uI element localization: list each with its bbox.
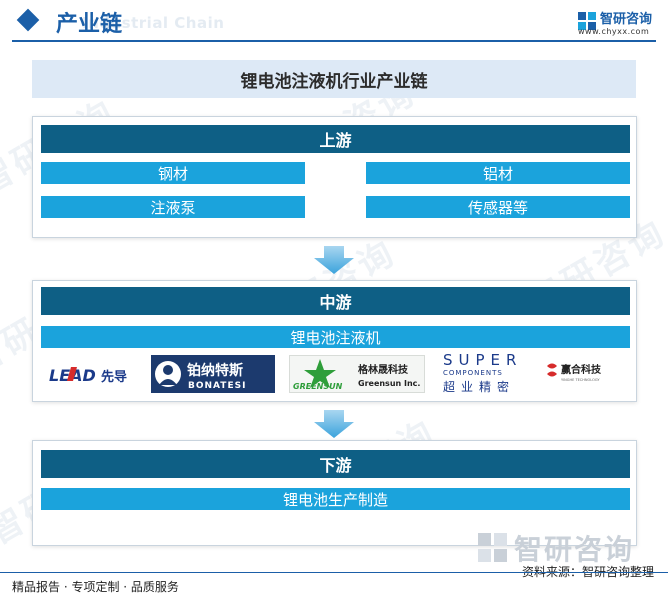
brand-name: 智研咨询 (600, 12, 653, 27)
super-logo-en: SUPER (443, 351, 522, 369)
brand-logo-icon (578, 12, 596, 30)
company-logo-lead: LEAD 先导 (41, 355, 141, 395)
upstream-item: 钢材 (41, 162, 305, 184)
company-logo-super-components: SUPER COMPONENTS 超业精密 (437, 351, 527, 395)
greensun-logo-en: GREENSUN (293, 382, 343, 391)
upstream-item: 传感器等 (366, 196, 630, 218)
bottom-watermark-logo: 智研咨询 (478, 528, 634, 568)
greensun-logo-cn: 格林晟科技 (358, 363, 409, 376)
company-logo-greensun: GREENSUN 格林晟科技 Greensun Inc. (289, 355, 425, 393)
super-logo-en2: COMPONENTS (443, 369, 503, 377)
header-title: 产业链 (56, 12, 123, 37)
brand-watermark-icon (478, 533, 507, 562)
diagram-title-banner: 锂电池注液机行业产业链 (32, 60, 636, 98)
downstream-header: 下游 (41, 450, 630, 478)
brand-logo: 智研咨询 www.chyxx.com (578, 12, 652, 37)
upstream-header: 上游 (41, 125, 630, 153)
greensun-logo-icon: GREENSUN 格林晟科技 Greensun Inc. (293, 359, 420, 391)
super-logo-cn: 超业精密 (443, 379, 515, 394)
yinghe-logo-cn: 赢合科技 (561, 363, 602, 376)
lead-logo-icon: LEAD 先导 (49, 366, 127, 385)
diagram-title: 锂电池注液机行业产业链 (240, 71, 428, 92)
company-logo-yinghe: 赢合科技 YINGHE TECHNOLOGY (541, 357, 617, 387)
downstream-panel: 下游 锂电池生产制造 (32, 440, 637, 546)
bonatesi-logo-cn: 铂纳特斯 (187, 362, 243, 379)
bonatesi-logo-en: BONATESI (188, 381, 246, 391)
midstream-item: 锂电池注液机 (41, 326, 630, 348)
down-arrow-icon (314, 246, 354, 274)
super-components-logo-icon: SUPER COMPONENTS 超业精密 (443, 351, 522, 394)
brand-url: www.chyxx.com (578, 27, 650, 36)
midstream-header: 中游 (41, 287, 630, 315)
header-subtitle-watermark: Industrial Chain (82, 14, 225, 32)
upstream-panel: 上游 钢材 铝材 注液泵 传感器等 (32, 116, 637, 238)
page-header: Industrial Chain 产业链 智研咨询 www.chyxx.com (0, 0, 668, 46)
upstream-item: 注液泵 (41, 196, 305, 218)
greensun-logo-en2: Greensun Inc. (358, 379, 420, 388)
brand-watermark-text: 智研咨询 (514, 533, 635, 566)
upstream-item: 铝材 (366, 162, 630, 184)
downstream-item: 锂电池生产制造 (41, 488, 630, 510)
footer-slogan: 精品报告 · 专项定制 · 品质服务 (12, 580, 179, 594)
yinghe-logo-en: YINGHE TECHNOLOGY (561, 378, 600, 382)
bonatesi-logo-icon: 铂纳特斯 BONATESI (155, 361, 246, 391)
lead-logo-cn: 先导 (101, 369, 127, 385)
yinghe-logo-icon: 赢合科技 YINGHE TECHNOLOGY (547, 363, 602, 382)
diamond-icon (16, 8, 40, 32)
company-logo-bonatesi: 铂纳特斯 BONATESI (151, 355, 275, 393)
midstream-panel: 中游 锂电池注液机 LEAD 先导 铂纳特斯 BONATESI GREENSUN… (32, 280, 637, 402)
down-arrow-icon (314, 410, 354, 438)
header-divider (12, 40, 656, 42)
footer-divider (0, 572, 668, 573)
